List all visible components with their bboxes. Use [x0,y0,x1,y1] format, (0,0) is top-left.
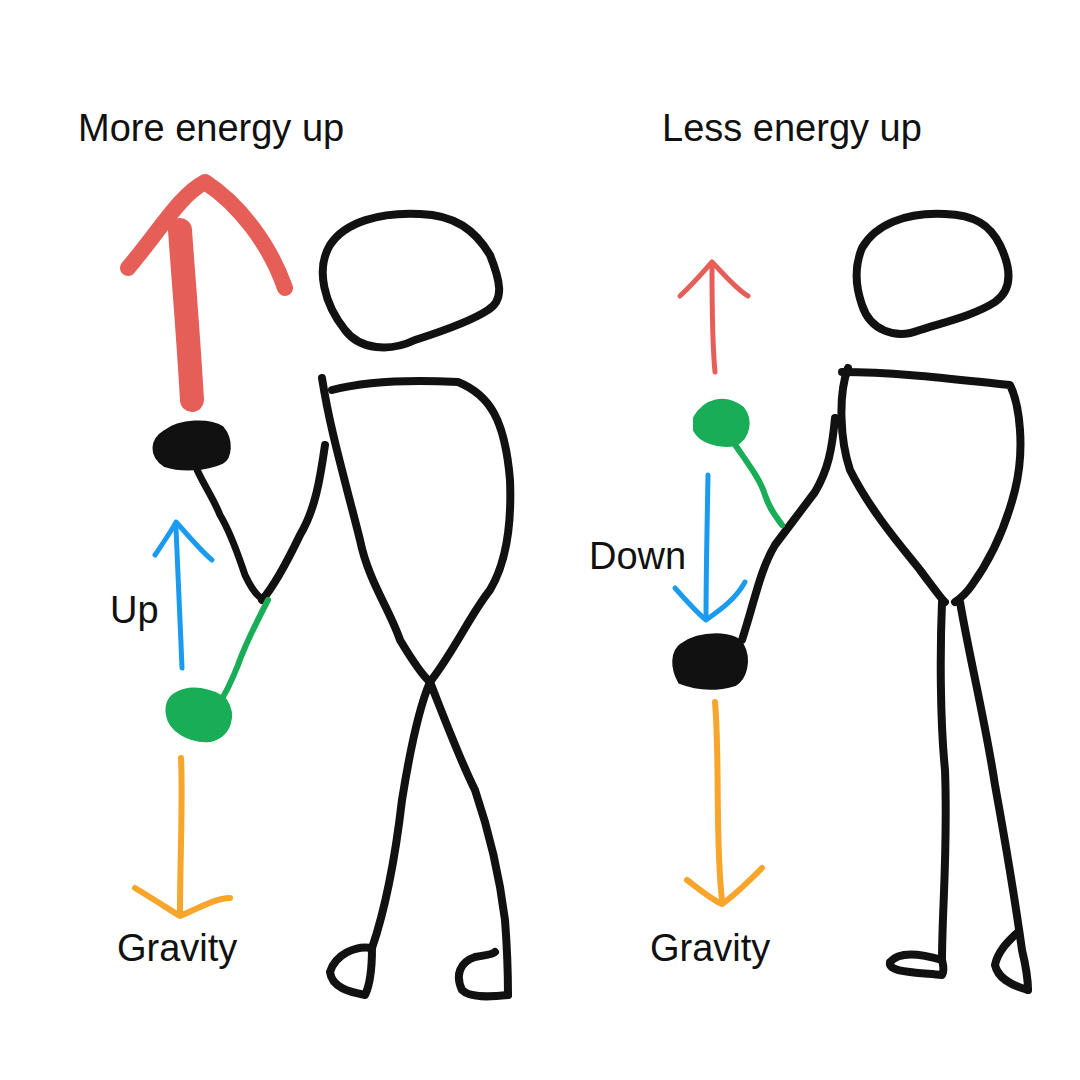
dumbbell-right [674,401,782,688]
label-text: Up [110,590,159,632]
stick-figure-right [742,214,1028,990]
label-text: Down [589,536,686,578]
label-text: More energy up [78,108,344,150]
label-text: Gravity [650,928,770,970]
dumbbell-left [154,422,268,740]
force-arrows-right [675,262,762,904]
label-text: Less energy up [662,108,922,150]
force-arrows-left [128,182,285,916]
label-text: Gravity [117,928,237,970]
stick-figure-left [262,214,510,997]
